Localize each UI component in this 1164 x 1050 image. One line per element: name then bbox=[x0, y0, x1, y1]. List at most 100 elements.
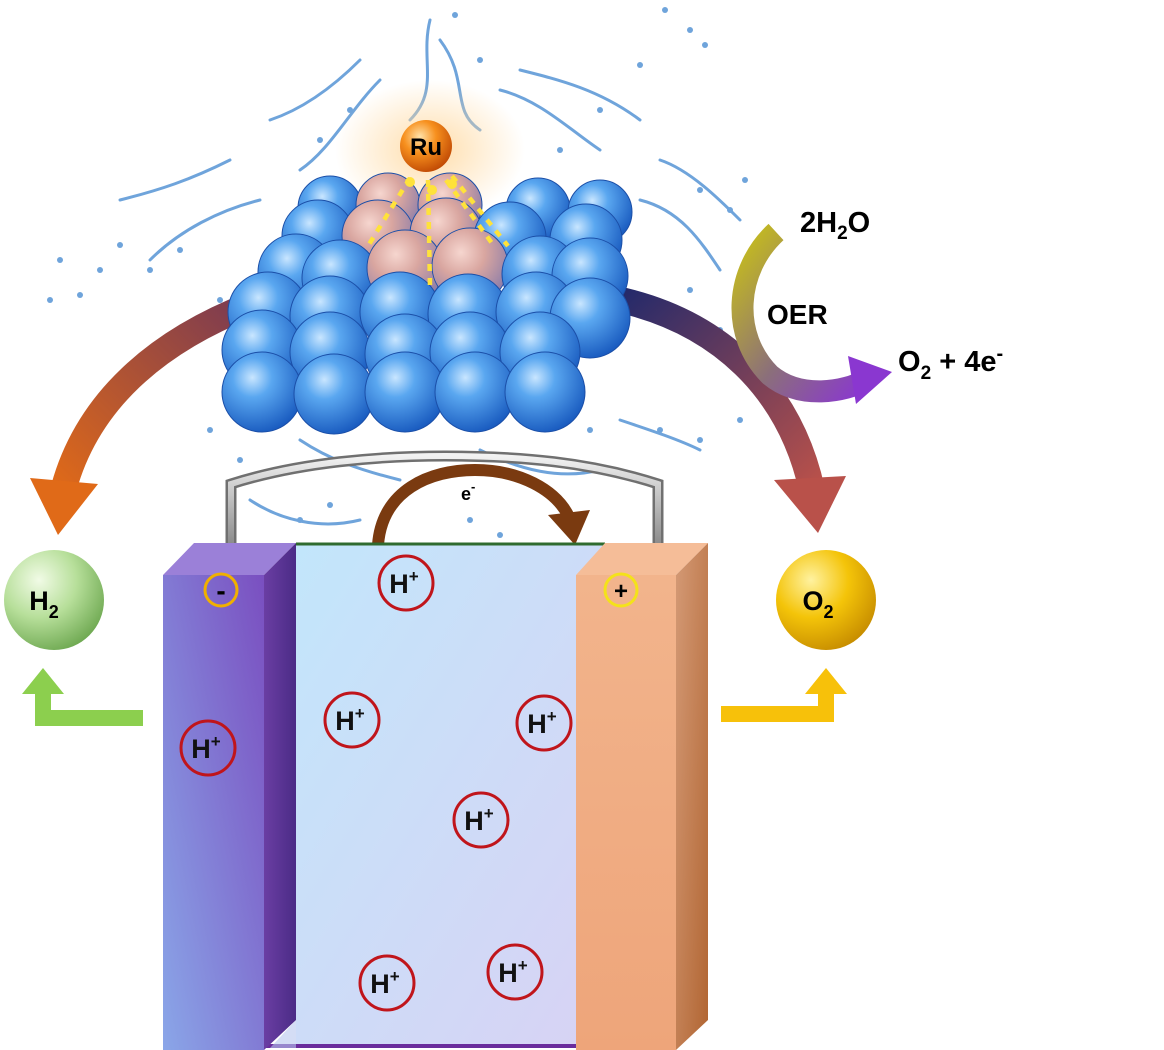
proton-label: H+ bbox=[389, 567, 419, 599]
water-droplet bbox=[637, 62, 643, 68]
water-droplet bbox=[557, 147, 563, 153]
left-product-arrowhead bbox=[30, 478, 98, 535]
water-droplet bbox=[742, 177, 748, 183]
oer-product: O2 + 4e- bbox=[898, 343, 1003, 384]
water-droplet bbox=[237, 457, 243, 463]
proton-label: H+ bbox=[370, 967, 400, 999]
water-droplet bbox=[467, 517, 473, 523]
proton-ring bbox=[179, 719, 237, 777]
water-droplet bbox=[147, 267, 153, 273]
splash-stroke bbox=[148, 198, 262, 262]
external-circuit-wire bbox=[225, 450, 664, 543]
water-droplet bbox=[117, 242, 123, 248]
substrate-atom bbox=[293, 353, 375, 435]
proton: H+ bbox=[358, 954, 416, 1012]
water-droplet bbox=[597, 107, 603, 113]
right-product-arrowhead bbox=[774, 476, 846, 533]
cathode-electrode: - bbox=[163, 543, 296, 1050]
proton: H+ bbox=[515, 694, 573, 752]
water-droplet bbox=[297, 517, 303, 523]
electrolyzer-cell: - + H+ H+ H+ H+ H+ H+ H+ bbox=[163, 542, 708, 1050]
splash-stroke bbox=[248, 498, 362, 526]
water-droplet bbox=[317, 137, 323, 143]
water-droplet bbox=[47, 297, 53, 303]
water-droplet bbox=[657, 427, 663, 433]
water-droplet bbox=[687, 287, 693, 293]
splash-stroke bbox=[498, 88, 602, 152]
proton: H+ bbox=[323, 691, 381, 749]
water-droplet bbox=[737, 417, 743, 423]
splash-stroke bbox=[658, 158, 742, 222]
h2-output-arrow bbox=[35, 692, 143, 726]
oer-reactant: 2H2O bbox=[800, 207, 870, 244]
water-droplet bbox=[697, 187, 703, 193]
substrate-atom bbox=[504, 351, 586, 433]
water-droplet bbox=[477, 57, 483, 63]
substrate-atom bbox=[364, 351, 446, 433]
proton: H+ bbox=[377, 554, 435, 612]
water-droplet bbox=[497, 532, 503, 538]
electron-label: e- bbox=[461, 479, 475, 504]
ru-bond-lines bbox=[366, 174, 510, 289]
h2-product: H2 bbox=[4, 550, 143, 726]
proton-ring bbox=[486, 943, 544, 1001]
water-droplet bbox=[177, 247, 183, 253]
ru-label: Ru bbox=[410, 134, 442, 161]
proton-group: H+ H+ H+ H+ H+ H+ H+ bbox=[179, 554, 573, 1012]
proton: H+ bbox=[452, 791, 510, 849]
o2-sphere bbox=[776, 550, 876, 650]
water-droplet bbox=[662, 7, 668, 13]
o2-product: O2 bbox=[721, 550, 876, 722]
proton-label: H+ bbox=[464, 804, 494, 836]
substrate-atom bbox=[221, 351, 303, 433]
anode-sign-ring bbox=[603, 572, 639, 608]
proton-ring bbox=[358, 954, 416, 1012]
catalyst-substrate bbox=[221, 172, 633, 435]
water-droplet bbox=[207, 427, 213, 433]
water-droplet bbox=[587, 427, 593, 433]
splash-stroke bbox=[518, 68, 642, 122]
water-droplet bbox=[327, 502, 333, 508]
water-droplet bbox=[452, 12, 458, 18]
proton-label: H+ bbox=[335, 704, 365, 736]
water-droplet bbox=[697, 437, 703, 443]
o2-label: O2 bbox=[802, 586, 833, 622]
proton-ring bbox=[377, 554, 435, 612]
splash-stroke bbox=[118, 158, 232, 202]
water-droplet bbox=[727, 207, 733, 213]
proton-ring bbox=[452, 791, 510, 849]
electrolyte bbox=[296, 543, 605, 1048]
ru-bond-nodes bbox=[405, 177, 457, 195]
water-droplet bbox=[217, 297, 223, 303]
left-product-arrow bbox=[49, 292, 255, 499]
h2-label: H2 bbox=[29, 586, 59, 622]
anode-sign: + bbox=[614, 578, 628, 605]
oer-process-label: OER bbox=[767, 299, 828, 330]
proton-ring bbox=[323, 691, 381, 749]
substrate-atom bbox=[434, 351, 516, 433]
water-droplet bbox=[702, 42, 708, 48]
cathode-sign-ring bbox=[203, 572, 239, 608]
right-product-arrow bbox=[609, 285, 825, 493]
proton-label: H+ bbox=[191, 732, 221, 764]
cathode-sign: - bbox=[216, 575, 225, 606]
o2-output-arrow bbox=[721, 692, 834, 722]
water-droplet bbox=[97, 267, 103, 273]
water-droplet bbox=[687, 27, 693, 33]
proton-label: H+ bbox=[498, 956, 528, 988]
splash-stroke bbox=[618, 418, 702, 452]
proton: H+ bbox=[179, 719, 237, 777]
splash-stroke bbox=[638, 198, 722, 272]
proton: H+ bbox=[486, 943, 544, 1001]
oer-cycle: 2H2O OER O2 + 4e- bbox=[731, 207, 1003, 404]
water-droplet bbox=[77, 292, 83, 298]
splash-stroke bbox=[268, 58, 362, 122]
h2-sphere bbox=[4, 550, 104, 650]
water-droplet bbox=[57, 257, 63, 263]
anode-electrode: + bbox=[576, 543, 708, 1050]
proton-label: H+ bbox=[527, 707, 557, 739]
ru-atom: Ru bbox=[400, 120, 452, 172]
electron-flow-arrow: e- bbox=[372, 463, 590, 546]
proton-ring bbox=[515, 694, 573, 752]
